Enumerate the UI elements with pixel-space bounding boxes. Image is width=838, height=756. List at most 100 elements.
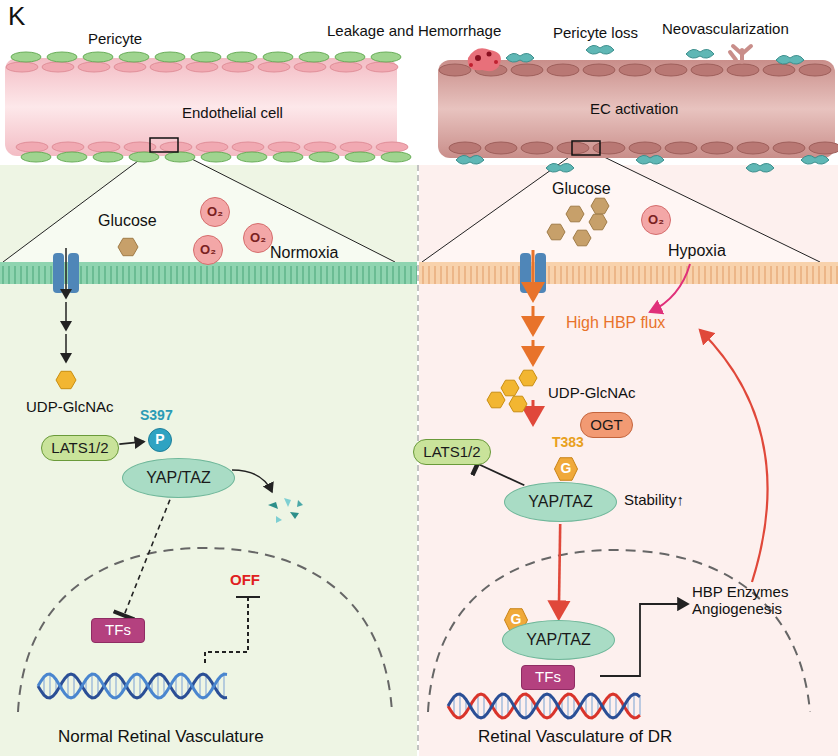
dna-rung xyxy=(633,694,634,718)
pericyte xyxy=(93,152,123,162)
sugar-hexagon xyxy=(509,396,527,412)
tf-box: TFs xyxy=(521,665,575,690)
pericyte xyxy=(237,152,267,162)
dna-strand xyxy=(448,694,640,718)
node-text: LATS1/2 xyxy=(423,444,480,461)
endothelial-cell xyxy=(366,62,398,72)
phospho-circle: P xyxy=(148,428,172,452)
pathology-label: Leakage and Hemorrhage xyxy=(327,22,501,39)
pericyte xyxy=(546,163,574,172)
endothelial-cell xyxy=(449,142,481,154)
dna-rung xyxy=(223,674,224,698)
pericyte xyxy=(746,163,774,172)
endothelial-cell xyxy=(593,142,625,154)
dna-rung xyxy=(609,695,610,717)
sugar-hexagon xyxy=(591,198,609,214)
endothelial-cell xyxy=(196,142,228,152)
oxygen-circle: O₂ xyxy=(641,205,671,235)
connector xyxy=(124,500,170,616)
endothelial-cell xyxy=(222,62,254,72)
pathology-label: Pericyte loss xyxy=(553,24,638,41)
cell-label: Endothelial cell xyxy=(182,104,283,121)
pericyte xyxy=(165,152,195,162)
endothelial-cell xyxy=(691,64,723,76)
endothelial-cell xyxy=(439,64,471,76)
dna-rung xyxy=(139,675,140,697)
endothelial-cell xyxy=(268,142,300,152)
endothelial-cell xyxy=(160,142,192,152)
caption: Normal Retinal Vasculature xyxy=(58,727,264,747)
endothelial-cell xyxy=(763,64,795,76)
endothelial-cell xyxy=(547,64,579,76)
node-text: O₂ xyxy=(207,205,223,219)
pathology-label: Neovascularization xyxy=(662,20,789,37)
sugar-hexagon xyxy=(547,224,565,240)
pericyte xyxy=(11,52,41,62)
pericyte xyxy=(776,55,804,64)
target-label: HBP Enzymes Angiogenesis xyxy=(692,583,804,618)
node-text: O₂ xyxy=(200,243,216,257)
endothelial-cell xyxy=(619,64,651,76)
pericyte xyxy=(191,52,221,62)
dna-rung xyxy=(543,695,544,717)
pericyte xyxy=(299,52,329,62)
dna-rung xyxy=(501,694,502,718)
molecule-label: Glucose xyxy=(552,180,611,198)
dna-rung xyxy=(157,674,158,698)
endothelial-cell xyxy=(773,142,805,154)
oxygen-circle: O₂ xyxy=(200,197,230,227)
site-label: S397 xyxy=(140,407,173,423)
connector xyxy=(119,442,144,445)
kinase-pill: LATS1/2 xyxy=(41,435,119,461)
molecule-label: UDP-GlcNAc xyxy=(26,398,114,415)
pericyte xyxy=(47,52,77,62)
glcnac-hexagon: G xyxy=(554,457,578,481)
endothelial-cell xyxy=(258,62,290,72)
endothelial-cell xyxy=(52,142,84,152)
dna-rung xyxy=(477,695,478,717)
pericyte xyxy=(21,152,51,162)
endothelial-cell xyxy=(701,142,733,154)
endothelial-cell xyxy=(583,64,615,76)
pericyte xyxy=(381,152,411,162)
node-text: OGT xyxy=(590,417,623,434)
endothelial-cell xyxy=(511,64,543,76)
hexagon-shape xyxy=(554,458,577,481)
sugar-hexagon xyxy=(118,238,138,255)
endothelial-cell xyxy=(294,62,326,72)
dna-rung xyxy=(567,694,568,718)
pericyte xyxy=(83,52,113,62)
cell-label: Pericyte xyxy=(88,30,142,47)
pericyte xyxy=(129,152,159,162)
connector xyxy=(559,524,560,616)
sugar-hexagon xyxy=(566,206,584,222)
sugar-hexagon xyxy=(519,370,537,386)
dna-rung xyxy=(525,694,526,718)
endothelial-cell xyxy=(186,62,218,72)
pericyte xyxy=(345,152,375,162)
pericyte xyxy=(309,152,339,162)
endothelial-cell xyxy=(232,142,264,152)
dna-rung xyxy=(133,675,134,697)
dna-strand xyxy=(38,674,227,698)
node-text: YAP/TAZ xyxy=(146,469,210,487)
panel-letter: K xyxy=(8,2,25,32)
endothelial-cell xyxy=(521,142,553,154)
pericyte xyxy=(371,52,401,62)
node-text: YAP/TAZ xyxy=(528,493,592,511)
endothelial-cell xyxy=(485,142,517,154)
node-text: O₂ xyxy=(648,213,664,227)
dna-rung xyxy=(181,674,182,698)
protein-ellipse: YAP/TAZ xyxy=(122,458,235,498)
tf-box: TFs xyxy=(91,618,145,643)
endothelial-cell xyxy=(655,64,687,76)
pericyte xyxy=(119,52,149,62)
endothelial-cell xyxy=(376,142,408,152)
enzyme-pill: OGT xyxy=(580,412,633,438)
dna-rung xyxy=(91,674,92,698)
condition-label: Normoxia xyxy=(270,244,338,262)
pericyte xyxy=(335,52,365,62)
pathology-label: EC activation xyxy=(590,100,678,117)
endothelial-cell xyxy=(809,142,838,154)
endothelial-cell xyxy=(88,142,120,152)
